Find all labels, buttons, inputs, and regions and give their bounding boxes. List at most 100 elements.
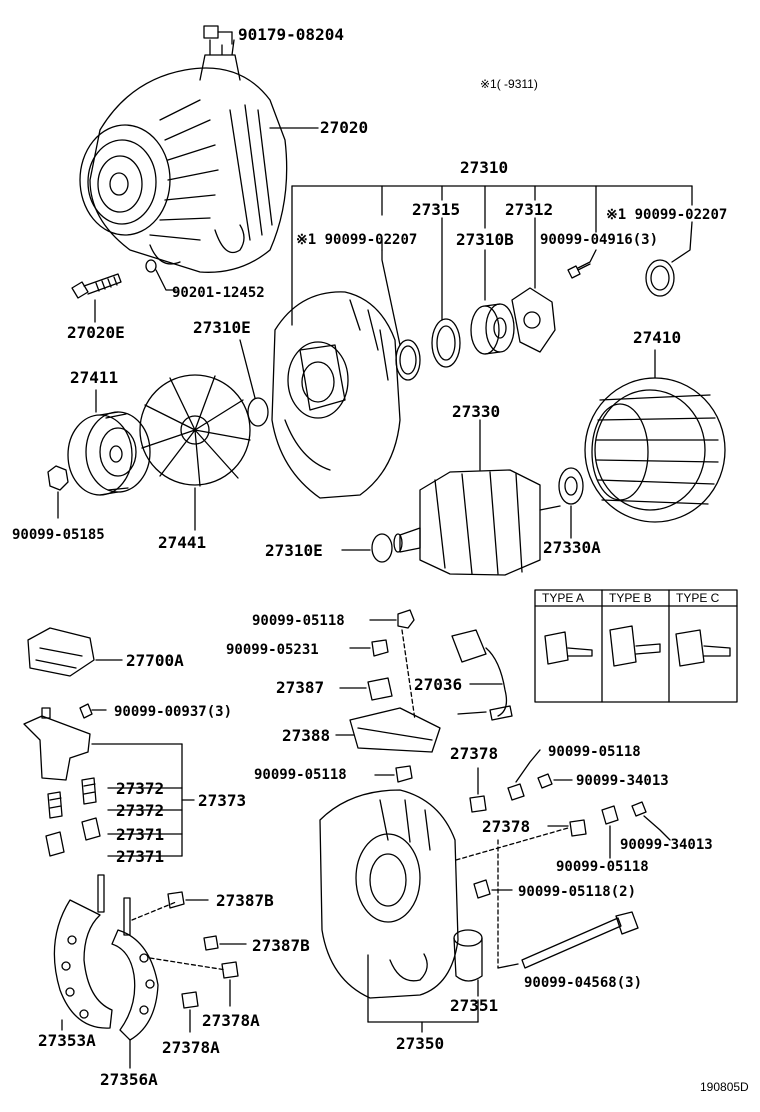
label-90099-34013-top: 90099-34013 xyxy=(576,773,669,789)
label-27020e: 27020E xyxy=(67,323,125,342)
insulator-27387b-a-drawing xyxy=(167,891,185,909)
label-27020: 27020 xyxy=(320,118,369,137)
label-90099-05231: 90099-05231 xyxy=(226,642,319,658)
label-27378-mid: 27378 xyxy=(482,817,531,836)
bushing-27378a-b-drawing xyxy=(181,991,199,1009)
label-90099-02207-left: ※1 90099-02207 xyxy=(296,232,418,248)
brush-holder-drawing xyxy=(23,707,91,781)
label-27312: 27312 xyxy=(505,200,554,219)
rectifier-drawing xyxy=(53,874,159,1041)
stator-drawing xyxy=(584,377,726,523)
brush-holder-bracket-27373 xyxy=(91,743,195,857)
label-27372-a: 27372 xyxy=(116,779,165,798)
label-27378a-bottom: 27378A xyxy=(162,1038,220,1057)
label-27411: 27411 xyxy=(70,368,119,387)
nut-05118-mid-drawing xyxy=(395,765,413,783)
nut-05118-d-drawing xyxy=(601,805,619,825)
retainer-ring-drawing xyxy=(395,339,421,381)
through-bolt-drawing xyxy=(521,911,639,969)
connector-27036-drawing xyxy=(451,629,513,721)
label-27410: 27410 xyxy=(633,328,682,347)
type-a-header: TYPE A xyxy=(542,591,585,605)
label-27330a: 27330A xyxy=(543,538,601,557)
alternator-assembly-drawing xyxy=(79,25,319,273)
label-27700a: 27700A xyxy=(126,651,184,670)
label-27310e-top: 27310E xyxy=(193,318,251,337)
collar-bottom-drawing xyxy=(371,533,393,563)
label-27387b-bottom: 27387B xyxy=(252,936,310,955)
insulator-27387b-b-drawing xyxy=(203,935,219,951)
note-applicability: ※1( -9311) xyxy=(480,77,538,91)
label-90099-00937: 90099-00937(3) xyxy=(114,704,233,720)
label-27371-a: 27371 xyxy=(116,825,165,844)
label-27350: 27350 xyxy=(396,1034,445,1053)
label-27441: 27441 xyxy=(158,533,207,552)
bushing-27378a-a-drawing xyxy=(221,961,239,979)
collar-top-drawing xyxy=(247,397,269,427)
type-b-header: TYPE B xyxy=(609,591,652,605)
nut-05118-b-drawing xyxy=(507,783,525,801)
screw-drawing xyxy=(145,259,157,273)
label-27330: 27330 xyxy=(452,402,501,421)
bearing-plate-drawing xyxy=(511,287,556,353)
label-90099-05118-lower: 90099-05118 xyxy=(556,859,649,875)
bearing-27310b-drawing xyxy=(470,303,515,355)
label-27036: 27036 xyxy=(414,675,463,694)
label-27371-b: 27371 xyxy=(116,847,165,866)
screw-00937-drawing xyxy=(79,703,93,719)
label-27387: 27387 xyxy=(276,678,325,697)
spring-b-drawing xyxy=(47,791,63,819)
type-variant-box xyxy=(534,589,738,703)
label-90099-04916: 90099-04916(3) xyxy=(540,232,659,248)
label-27387b-top: 27387B xyxy=(216,891,274,910)
retainer-drawing xyxy=(431,318,461,368)
label-27310b: 27310B xyxy=(456,230,514,249)
nut-05118-e-drawing xyxy=(473,879,491,899)
pulley-drawing xyxy=(67,411,151,496)
label-27315: 27315 xyxy=(412,200,461,219)
label-90099-05118-mid: 90099-05118 xyxy=(254,767,347,783)
drive-end-frame-drawing xyxy=(271,291,401,499)
insulator-27387-drawing xyxy=(367,677,393,701)
label-90099-02207-right: ※1 90099-02207 xyxy=(606,207,728,223)
bushing-27378-a-drawing xyxy=(469,795,487,813)
bearing-27330a-drawing xyxy=(558,467,584,505)
terminal-insulator-27351-drawing xyxy=(453,929,483,982)
brush-a-drawing xyxy=(81,817,101,841)
rear-end-frame-drawing xyxy=(319,789,459,999)
label-90201-12452: 90201-12452 xyxy=(172,285,265,301)
label-27372-b: 27372 xyxy=(116,801,165,820)
nut-05231-drawing xyxy=(371,639,389,657)
label-27373: 27373 xyxy=(198,791,247,810)
label-90099-05118-2: 90099-05118(2) xyxy=(518,884,637,900)
bushing-27378-b-drawing xyxy=(569,819,587,837)
label-90099-04568: 90099-04568(3) xyxy=(524,975,643,991)
washer-drawing xyxy=(645,259,675,297)
regulator-drawing xyxy=(27,627,123,677)
label-90099-05118-top: 90099-05118 xyxy=(252,613,345,629)
label-27353a: 27353A xyxy=(38,1031,96,1050)
label-27351: 27351 xyxy=(450,996,499,1015)
label-90179-08204: 90179-08204 xyxy=(238,25,344,44)
label-90099-34013-bottom: 90099-34013 xyxy=(620,837,713,853)
screw-34013-a-drawing xyxy=(537,773,553,789)
bolt-27020e-drawing xyxy=(71,273,122,299)
label-27310e-bottom: 27310E xyxy=(265,541,323,560)
terminal-insulator-drawing xyxy=(349,707,441,753)
fan-drawing xyxy=(139,374,251,487)
type-c-header: TYPE C xyxy=(676,591,720,605)
nut-drawing xyxy=(47,465,69,491)
label-90099-05185: 90099-05185 xyxy=(12,527,105,543)
screw-34013-b-drawing xyxy=(631,801,647,817)
spring-a-drawing xyxy=(81,777,97,805)
callout-bracket-27310 xyxy=(291,185,693,346)
figure-id: 190805D xyxy=(700,1080,749,1094)
label-27310: 27310 xyxy=(460,158,509,177)
label-27388: 27388 xyxy=(282,726,331,745)
label-27378a-top: 27378A xyxy=(202,1011,260,1030)
label-90099-05118-right: 90099-05118 xyxy=(548,744,641,760)
nut-05118-top-drawing xyxy=(397,609,415,629)
label-27356a: 27356A xyxy=(100,1070,158,1089)
screw-90099-04916-drawing xyxy=(567,263,591,279)
